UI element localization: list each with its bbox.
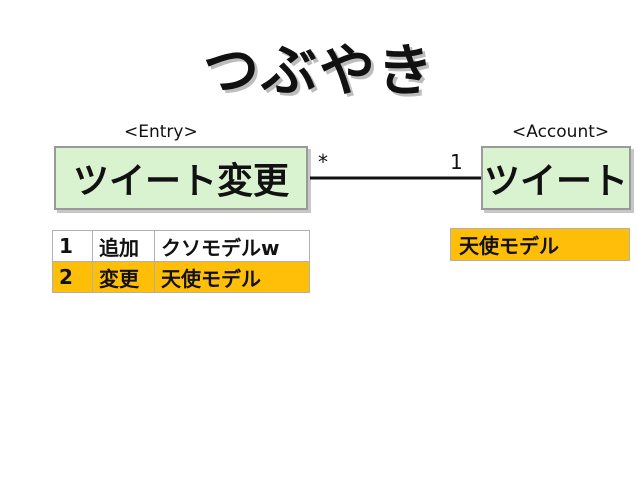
account-multiplicity: 1 [450,150,463,174]
account-value: 天使モデル [459,234,559,258]
row-value: クソモデルw [154,230,310,262]
account-class-box: ツイート [481,146,631,210]
entry-multiplicity: * [318,150,328,174]
account-stereotype: <Account> [512,122,610,142]
entry-class-name: ツイート変更 [72,161,289,202]
entry-stereotype: <Entry> [124,122,198,142]
row-action: 追加 [92,230,155,262]
row-value: 天使モデル [154,261,310,293]
row-number: 2 [52,261,93,293]
page-title: つぶやき [203,39,435,104]
account-value-box: 天使モデル [450,228,630,261]
entry-class-box: ツイート変更 [54,146,308,210]
entry-table: 1 追加 クソモデルw 2 変更 天使モデル [52,230,310,293]
table-row: 2 変更 天使モデル [52,261,310,293]
row-action: 変更 [92,261,155,293]
row-number: 1 [52,230,93,262]
table-row: 1 追加 クソモデルw [52,230,310,262]
account-class-name: ツイート [483,161,628,202]
